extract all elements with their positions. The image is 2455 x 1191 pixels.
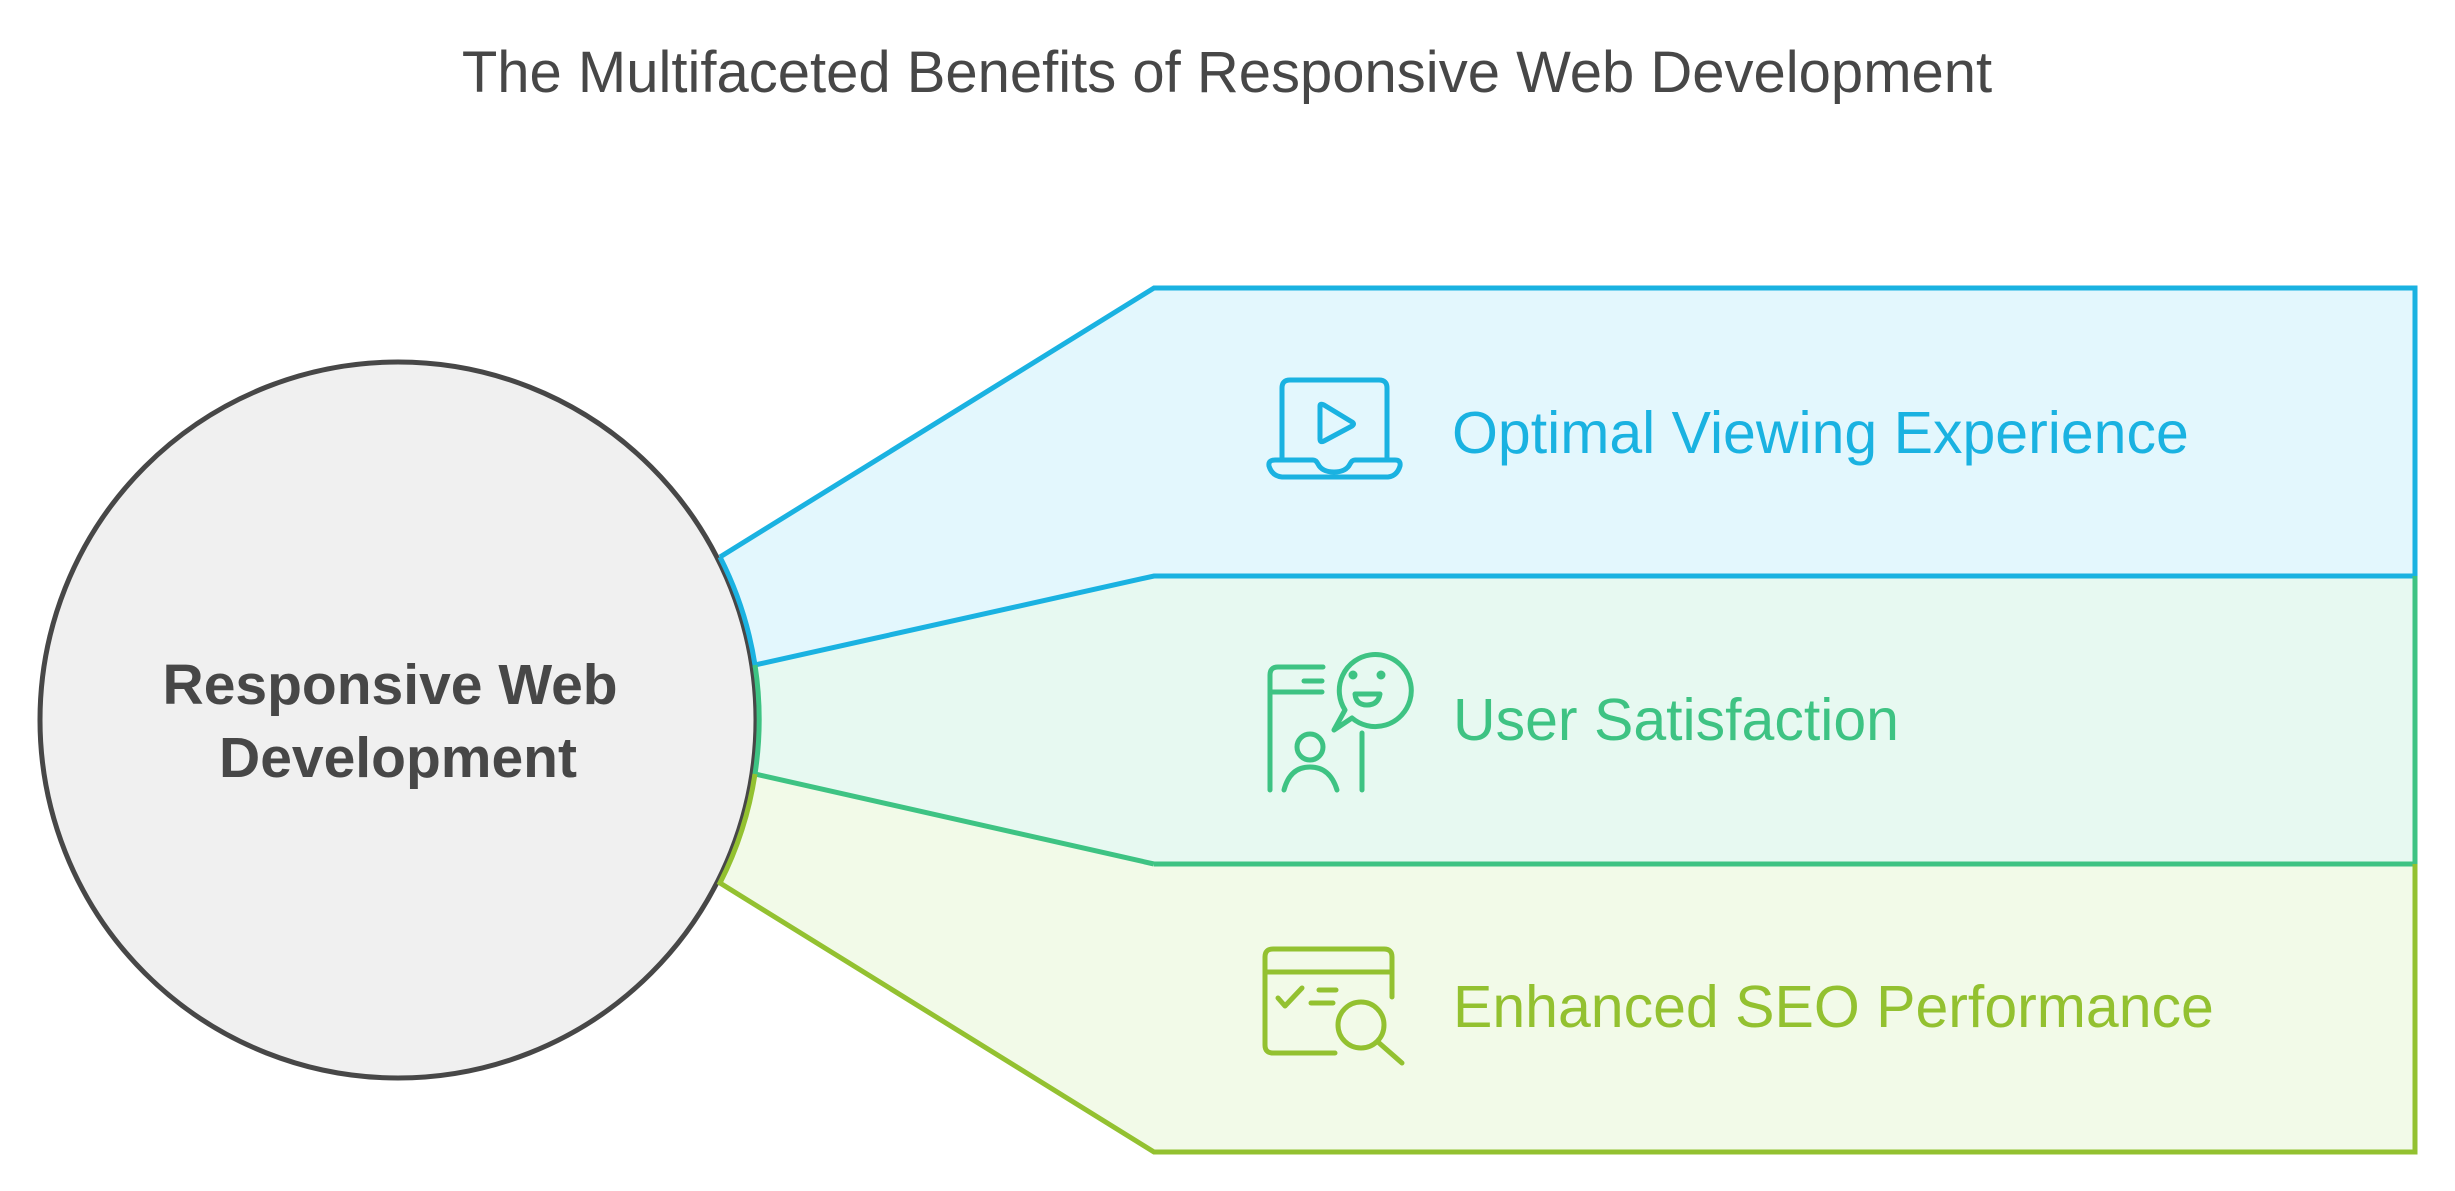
branch-optimal-viewing: Optimal Viewing Experience xyxy=(1266,377,2189,480)
center-node-label-line-2: Development xyxy=(219,726,577,790)
branch-label-seo-performance: Enhanced SEO Performance xyxy=(1453,974,2214,1040)
phone-user-smiley-icon xyxy=(1267,652,1414,793)
branch-panel-optimal-viewing xyxy=(720,288,2415,665)
branch-panels xyxy=(720,288,2415,1152)
diagram-title: The Multifaceted Benefits of Responsive … xyxy=(462,40,1992,105)
branch-outline-optimal-viewing xyxy=(717,285,2418,669)
branch-outline-seo-performance xyxy=(716,773,2418,1155)
branch-user-satisfaction: User Satisfaction xyxy=(1267,652,1899,793)
browser-search-check-icon xyxy=(1262,946,1405,1066)
branch-panel-user-satisfaction xyxy=(755,576,2415,864)
center-node-label-line-1: Responsive Web xyxy=(163,653,618,717)
laptop-play-icon xyxy=(1266,377,1403,480)
branch-label-optimal-viewing: Optimal Viewing Experience xyxy=(1452,400,2189,466)
branch-seo-performance: Enhanced SEO Performance xyxy=(1262,946,2214,1066)
branch-outlines xyxy=(716,285,2418,1155)
branch-label-user-satisfaction: User Satisfaction xyxy=(1453,687,1899,753)
center-node-circle xyxy=(37,359,759,1081)
center-node-label: Responsive Web Development xyxy=(163,653,634,790)
branch-panel-seo-performance xyxy=(720,774,2415,1152)
